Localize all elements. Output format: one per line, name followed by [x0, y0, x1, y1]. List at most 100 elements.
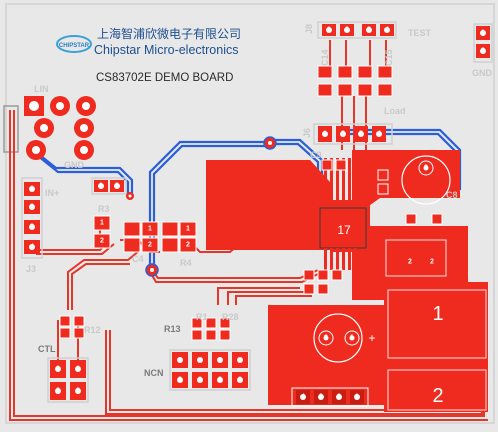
copper-pad: [431, 213, 443, 225]
drill-hole: [323, 335, 329, 341]
pad-number: 1: [327, 27, 331, 34]
pad-number: 4: [377, 131, 381, 138]
copper-pad: [377, 65, 393, 79]
drill-hole: [40, 124, 48, 132]
drill-hole: [401, 155, 451, 205]
label-c14: C14: [320, 49, 330, 66]
copper-pad: [123, 221, 141, 237]
pad-number: 4: [301, 394, 305, 401]
pcb-trace: [227, 291, 308, 305]
copper-pad: [335, 159, 347, 171]
drill-hole: [349, 335, 355, 341]
copper-pad: [219, 329, 231, 341]
drill-hole: [80, 124, 88, 132]
copper-pad: [169, 349, 251, 391]
drill-hole: [128, 194, 132, 198]
pad-number: 1: [56, 366, 60, 373]
copper-pad: [354, 248, 357, 270]
drill-hole: [358, 131, 364, 137]
label-ncn: NCN: [144, 368, 164, 378]
drill-hole: [80, 146, 88, 154]
pour-label-1: 1: [432, 303, 443, 325]
drill-hole: [300, 394, 306, 400]
copper-pad: [161, 237, 179, 253]
drill-hole: [56, 102, 64, 110]
drill-hole: [237, 377, 243, 383]
copper-pad: [357, 83, 373, 97]
copper-pad: [387, 289, 487, 359]
pad-number: 1: [30, 186, 34, 193]
component-group: [324, 158, 363, 270]
drill-hole: [268, 141, 272, 145]
copper-pad: [324, 248, 327, 270]
pad-number: 2: [424, 165, 428, 172]
label-gnd-right: GND: [472, 68, 493, 78]
copper-pad: [123, 237, 141, 253]
label-j3: J3: [26, 264, 36, 274]
connector-j3: [21, 177, 43, 259]
label-j6: J6: [302, 128, 312, 138]
pad-number: 2: [56, 388, 60, 395]
pad-number: 2: [345, 27, 349, 34]
copper-pad: [330, 158, 333, 206]
drill-hole: [177, 377, 183, 383]
drill-hole: [75, 388, 81, 394]
pad-number: 2: [58, 103, 62, 110]
drill-hole: [344, 27, 350, 33]
copper-pad: [336, 158, 339, 206]
company-name-en: Chipstar Micro-electronics: [94, 43, 238, 57]
drill-hole: [384, 27, 390, 33]
connector-bottom-4pin: [291, 387, 369, 407]
pcb-trace: [67, 249, 141, 310]
pad-number: 1: [186, 226, 190, 233]
pad-number: 2: [324, 335, 328, 342]
pad-number: 2: [198, 377, 202, 384]
drill-hole: [82, 102, 90, 110]
pcb-trace: [71, 263, 130, 310]
drill-hole: [197, 357, 203, 363]
vias: [126, 136, 277, 277]
copper-pad: [384, 364, 488, 412]
pad-number: 2: [148, 242, 152, 249]
pcb-trace: [235, 295, 312, 305]
copper-pad: [317, 83, 333, 97]
label-j8: J8: [304, 24, 314, 34]
pad-number: 1: [148, 226, 152, 233]
cap-plus-mark: +: [368, 331, 375, 345]
drill-hole: [326, 27, 332, 33]
copper-pad: [179, 237, 197, 253]
drill-hole: [197, 377, 203, 383]
copper-pad: [47, 357, 89, 403]
pad-number: 1: [323, 131, 327, 138]
pcb-trace: [152, 144, 270, 268]
copper-pad: [93, 215, 111, 231]
copper-pad: [336, 248, 339, 270]
copper-pad: [473, 23, 493, 63]
pad-number: 2: [238, 377, 242, 384]
drill-hole: [217, 357, 223, 363]
drill-hole: [150, 268, 154, 272]
pad-number: 2: [337, 394, 341, 401]
drill-hole: [55, 366, 61, 372]
copper-pad: [93, 233, 111, 249]
pad-number: 2: [186, 242, 190, 249]
drill-hole: [336, 394, 342, 400]
board-title: CS83702E DEMO BOARD: [96, 72, 233, 84]
label-in-plus: IN+: [45, 188, 59, 198]
label-load: Load: [384, 106, 406, 116]
copper-pad: [319, 207, 367, 249]
u1-ic: [319, 158, 367, 270]
pcb-trace: [9, 110, 488, 421]
label-lin: LIN: [34, 84, 49, 94]
pad-number: 2: [30, 204, 34, 211]
pad-number: 1: [76, 366, 80, 373]
smd-pads: [59, 65, 443, 341]
drill-hole: [75, 366, 81, 372]
pcb-trace: [217, 287, 300, 305]
copper-pad: [342, 158, 345, 206]
copper-pad: [360, 158, 363, 206]
drill-hole: [29, 244, 35, 250]
copper-pad: [377, 83, 393, 97]
copper-pad: [179, 221, 197, 237]
